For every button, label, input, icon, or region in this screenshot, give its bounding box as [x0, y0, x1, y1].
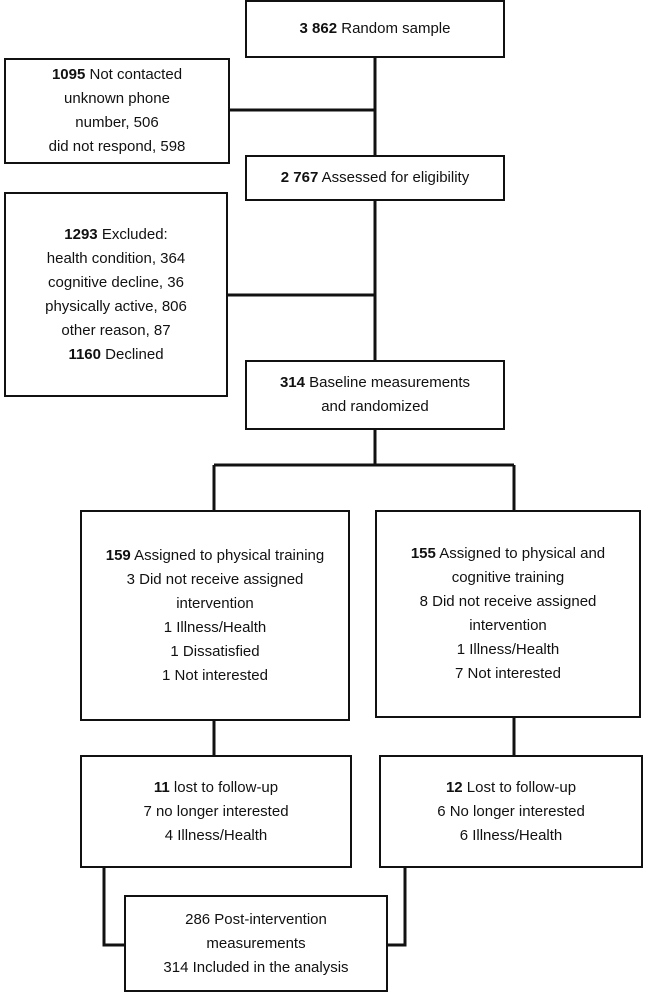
lost-combined-count: 12	[445, 778, 463, 796]
not-contacted-line-2: unknown phone	[64, 90, 170, 107]
not-contacted-line-3: number, 506	[75, 114, 159, 131]
connector-left-post	[102, 867, 124, 947]
arm-combined-line-3: 8 Did not receive assigned	[419, 593, 597, 610]
lost-physical-count: 11	[153, 778, 170, 796]
excluded-health-condition: health condition, 364	[46, 249, 186, 267]
arm-physical-title: Assigned to physical training	[130, 546, 325, 564]
lost-combined-line-3: 6 Illness/Health	[459, 826, 563, 844]
box-excluded: 1293 Excluded: health condition, 364 cog…	[4, 192, 228, 397]
arm-physical-line-5: 1 Dissatisfied	[170, 642, 260, 660]
lost-physical-line-2: 7 no longer interested	[143, 802, 289, 820]
declined-label: Declined	[101, 345, 164, 363]
box-assessed-eligibility: 2 767 Assessed for eligibility	[245, 155, 505, 201]
not-contacted-title: Not contacted	[85, 66, 183, 83]
arm-combined-count: 155	[410, 545, 436, 562]
not-contacted-line-4: did not respond, 598	[48, 138, 186, 155]
baseline-title: Baseline measurements	[304, 374, 471, 391]
declined-count: 1160	[68, 345, 101, 363]
box-not-contacted: 1095 Not contacted unknown phone number,…	[4, 58, 230, 164]
lost-combined-title: Lost to follow-up	[462, 778, 577, 796]
excluded-other-reason: other reason, 87	[61, 321, 171, 339]
box-random-sample: 3 862 Random sample	[245, 0, 505, 58]
arm-physical-count: 159	[105, 546, 131, 564]
random-sample-label: Random sample	[337, 20, 451, 37]
arm-physical-line-2: 3 Did not receive assigned	[126, 570, 304, 588]
arm-physical-line-4: 1 Illness/Health	[163, 618, 267, 636]
box-lost-combined: 12 Lost to follow-up 6 No longer interes…	[379, 755, 643, 868]
post-intervention-line-3: 314 Included in the analysis	[163, 958, 349, 976]
post-intervention-line-1: 286 Post-intervention	[185, 910, 327, 928]
arm-physical-line-6: 1 Not interested	[162, 666, 268, 684]
excluded-physically-active: physically active, 806	[45, 297, 187, 315]
excluded-cognitive-decline: cognitive decline, 36	[48, 273, 184, 291]
post-intervention-line-2: measurements	[206, 934, 306, 952]
assessed-label: Assessed for eligibility	[318, 169, 470, 186]
excluded-count: 1293	[64, 225, 98, 243]
assessed-count: 2 767	[280, 169, 319, 186]
arm-physical-line-3: intervention	[176, 594, 254, 612]
box-post-intervention: 286 Post-intervention measurements 314 I…	[124, 895, 388, 992]
lost-physical-title: lost to follow-up	[169, 778, 279, 796]
excluded-title: Excluded:	[97, 225, 168, 243]
lost-physical-line-3: 4 Illness/Health	[164, 826, 268, 844]
lost-combined-line-2: 6 No longer interested	[437, 802, 585, 820]
baseline-line-2: and randomized	[321, 398, 429, 415]
arm-combined-line-2: cognitive training	[451, 569, 565, 586]
arm-combined-line-6: 7 Not interested	[455, 665, 561, 682]
arm-combined-line-4: intervention	[469, 617, 547, 634]
baseline-count: 314	[279, 374, 305, 391]
random-sample-count: 3 862	[299, 20, 338, 37]
box-arm-physical: 159 Assigned to physical training 3 Did …	[80, 510, 350, 721]
arm-combined-line-5: 1 Illness/Health	[456, 641, 560, 658]
connector-right-post	[388, 867, 407, 947]
not-contacted-count: 1095	[51, 66, 86, 83]
box-lost-physical: 11 lost to follow-up 7 no longer interes…	[80, 755, 352, 868]
box-baseline-randomized: 314 Baseline measurements and randomized	[245, 360, 505, 430]
arm-combined-title: Assigned to physical and	[435, 545, 606, 562]
box-arm-combined: 155 Assigned to physical and cognitive t…	[375, 510, 641, 718]
